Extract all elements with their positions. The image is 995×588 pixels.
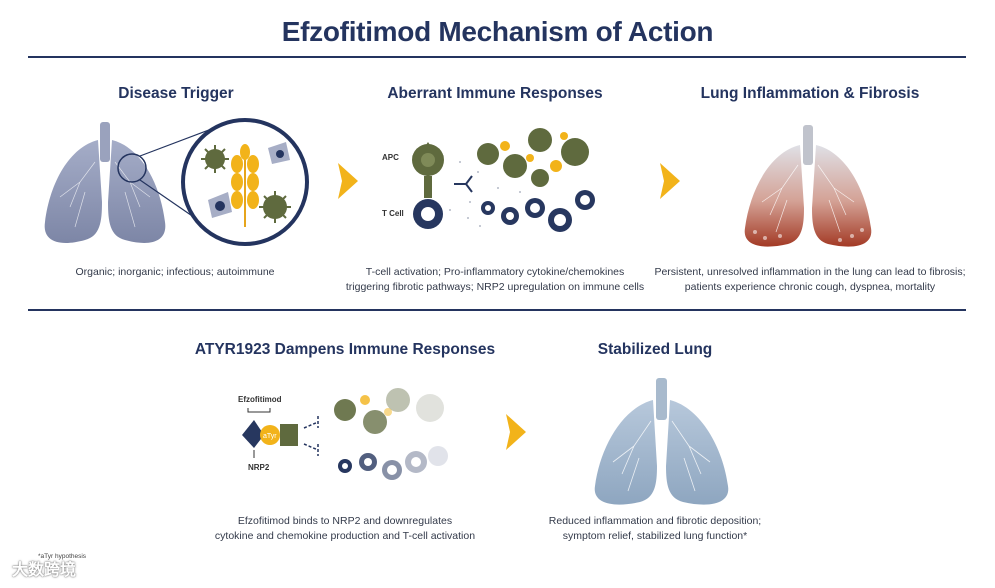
footnote: *aTyr hypothesis bbox=[38, 553, 87, 560]
right-lung bbox=[812, 145, 872, 247]
left-lung bbox=[44, 140, 102, 243]
lung-fibrosis-caption: Persistent, unresolved inflammation in t… bbox=[650, 265, 970, 295]
left-lung bbox=[744, 145, 804, 247]
tcell-label: T Cell bbox=[382, 209, 404, 218]
tcell-cluster bbox=[481, 190, 595, 232]
title-divider bbox=[28, 56, 966, 58]
watermark-logo: 大数跨境 bbox=[12, 562, 77, 579]
stabilized-lung-caption: Reduced inflammation and fibrotic deposi… bbox=[535, 514, 775, 544]
trachea bbox=[100, 122, 110, 162]
atyr-label: aTyr bbox=[263, 433, 277, 440]
atyr-dampens-illustration: Efzofitimod aTyr NRP2 bbox=[238, 388, 448, 480]
disease-trigger-caption: Organic; inorganic; infectious; autoimmu… bbox=[40, 265, 310, 280]
diseased-lungs-zoom-illustration bbox=[44, 118, 309, 246]
atyr-dampens-title: ATYR1923 Dampens Immune Responses bbox=[194, 341, 496, 358]
faded-tcell-cluster bbox=[338, 446, 448, 480]
caption-line: Organic; inorganic; infectious; autoimmu… bbox=[75, 266, 275, 278]
nrp2-receptor bbox=[280, 424, 298, 446]
lung-fibrosis-title: Lung Inflammation & Fibrosis bbox=[700, 85, 920, 102]
receptor-fork-icon bbox=[454, 175, 473, 193]
nrp2-label: NRP2 bbox=[248, 463, 270, 472]
zoom-region bbox=[117, 153, 147, 183]
apc-cell bbox=[412, 142, 444, 178]
flow-arrow-icon bbox=[660, 163, 680, 199]
stabilized-lung-title: Stabilized Lung bbox=[597, 341, 713, 358]
flow-arrow-icon bbox=[506, 414, 526, 450]
caption-line: Efzofitimod binds to NRP2 and downregula… bbox=[237, 515, 453, 527]
aberrant-immune-illustration: APC T Cell bbox=[382, 128, 595, 232]
receptor-stalk bbox=[424, 176, 432, 198]
disease-trigger-title: Disease Trigger bbox=[118, 85, 234, 102]
flow-arrow-icon bbox=[338, 163, 358, 199]
caption-line: cytokine and chemokine production and T-… bbox=[214, 530, 476, 542]
caption-line: triggering fibrotic pathways; NRP2 upreg… bbox=[345, 281, 645, 293]
right-lung bbox=[108, 140, 166, 243]
efzofitimod-label: Efzofitimod bbox=[238, 395, 282, 404]
wheat-icon bbox=[231, 144, 259, 227]
section-divider bbox=[28, 309, 966, 311]
aberrant-immune-title: Aberrant Immune Responses bbox=[387, 85, 603, 102]
caption-line: Reduced inflammation and fibrotic deposi… bbox=[548, 515, 762, 527]
page-title: Efzofitimod Mechanism of Action bbox=[281, 16, 714, 47]
aberrant-immune-caption: T-cell activation; Pro-inflammatory cyto… bbox=[330, 265, 660, 295]
efzofitimod-molecule bbox=[242, 420, 264, 448]
atyr-dampens-caption: Efzofitimod binds to NRP2 and downregula… bbox=[200, 514, 490, 544]
caption-line: Persistent, unresolved inflammation in t… bbox=[654, 266, 966, 278]
stabilized-lungs-illustration bbox=[594, 378, 729, 505]
cytokine-cluster bbox=[500, 132, 568, 172]
apc-label: APC bbox=[382, 153, 399, 162]
atyr-domain bbox=[260, 425, 280, 445]
faded-apc-cluster bbox=[334, 388, 444, 434]
inhibition-arrows bbox=[303, 416, 319, 456]
apc-cluster bbox=[477, 128, 589, 187]
caption-line: patients experience chronic cough, dyspn… bbox=[684, 281, 936, 293]
caption-line: symptom relief, stabilized lung function… bbox=[562, 530, 748, 542]
caption-line: T-cell activation; Pro-inflammatory cyto… bbox=[365, 266, 625, 278]
fibrotic-lungs-illustration bbox=[744, 125, 872, 247]
particle-icon bbox=[208, 142, 290, 218]
